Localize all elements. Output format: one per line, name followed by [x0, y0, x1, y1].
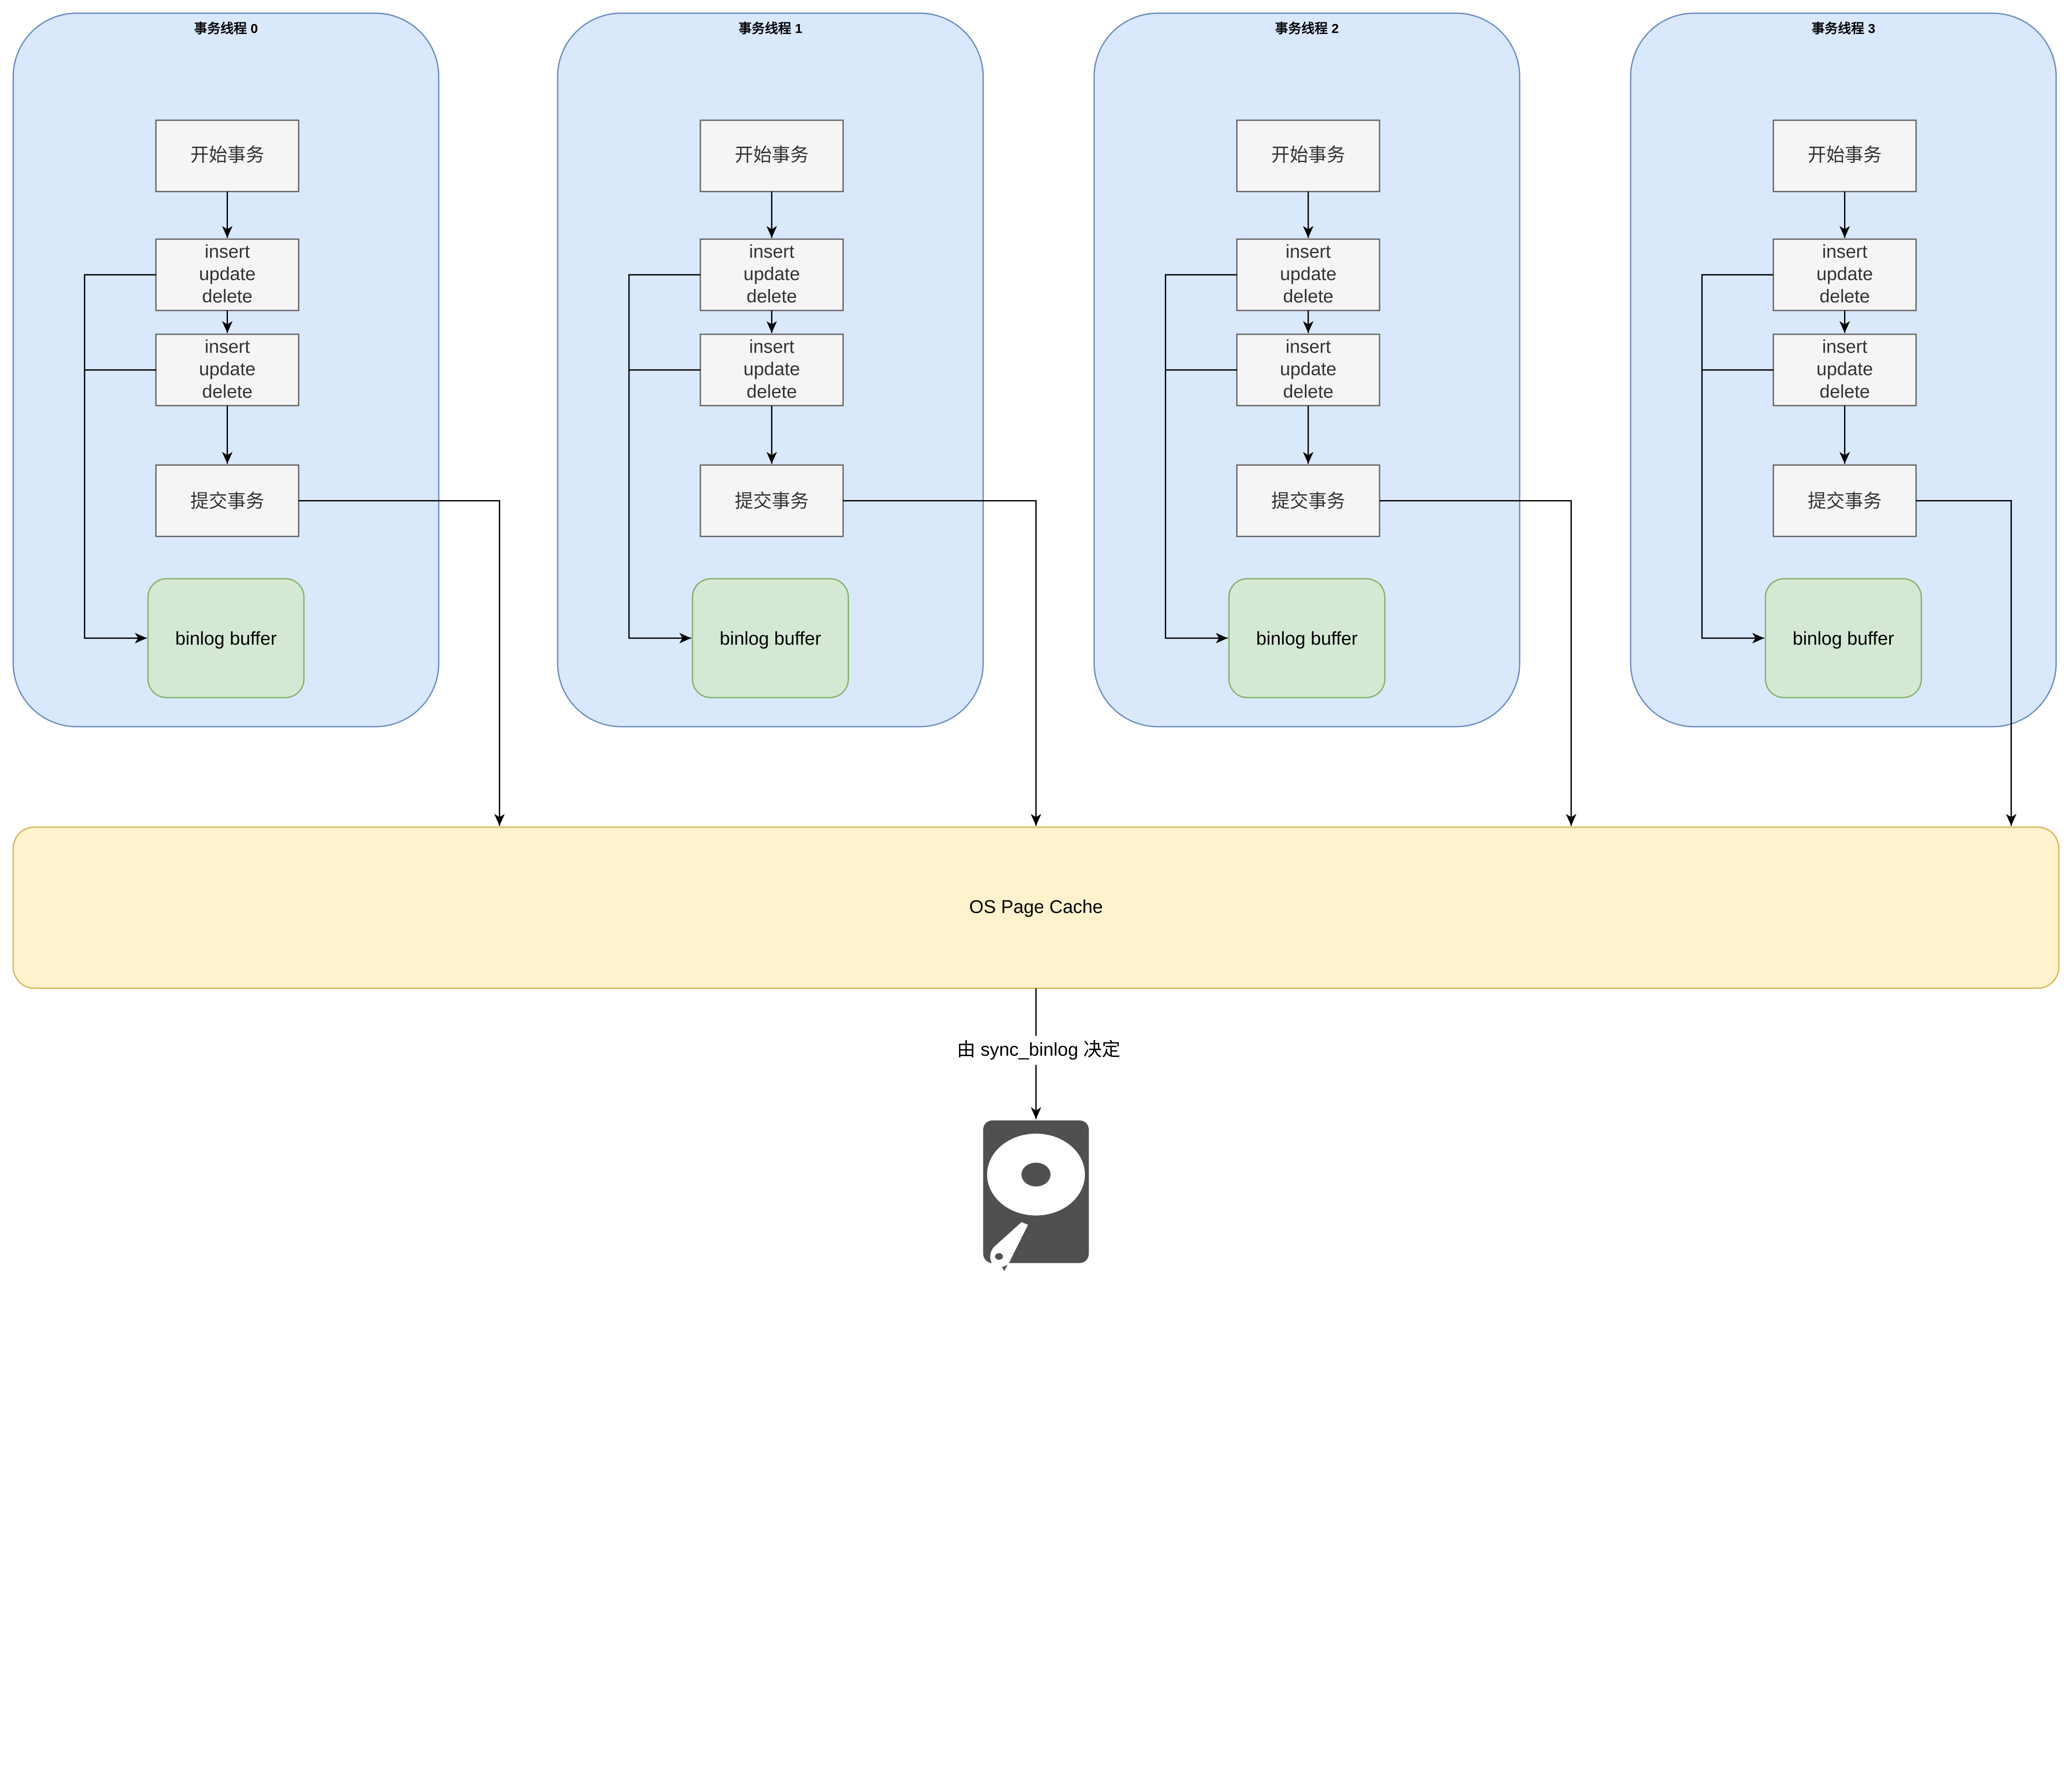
dml-op-label: update — [199, 264, 255, 284]
start-transaction-box — [155, 119, 300, 192]
edge-dml-to-buffer — [1164, 274, 1237, 643]
dml-op-label: update — [1816, 264, 1873, 284]
dml-op-label: delete — [1820, 286, 1870, 307]
dml-op-label: delete — [202, 286, 253, 307]
dml-op-label: update — [743, 359, 800, 380]
dml-op-label: insert — [205, 242, 250, 262]
thread-2: 事务线程 2开始事务insertupdatedeleteinsertupdate… — [1093, 12, 1577, 826]
dml-op-label: update — [743, 264, 800, 284]
start-transaction-label: 开始事务 — [1808, 145, 1882, 165]
thread-title: 事务线程 1 — [738, 21, 802, 36]
edge-commit-to-page-cache — [1380, 500, 1577, 826]
dml-op-label: insert — [1822, 242, 1868, 262]
sync-binlog-label: 由 sync_binlog 决定 — [957, 1040, 1120, 1060]
thread-title: 事务线程 0 — [194, 21, 258, 36]
thread-0: 事务线程 0开始事务insertupdatedeleteinsertupdate… — [12, 12, 505, 826]
edge-dml-to-buffer — [628, 274, 701, 643]
start-transaction-box — [1236, 119, 1380, 192]
binlog-write-diagram: 事务线程 0开始事务insertupdatedeleteinsertupdate… — [12, 12, 2060, 1271]
binlog-buffer-label: binlog buffer — [1256, 629, 1358, 649]
dml-op-label: insert — [749, 242, 795, 262]
commit-transaction-box — [1236, 464, 1380, 537]
binlog-buffer-label: binlog buffer — [720, 629, 821, 649]
edge-commit-to-page-cache — [298, 500, 505, 826]
binlog-buffer — [692, 578, 849, 699]
thread-group: 事务线程 0开始事务insertupdatedeleteinsertupdate… — [12, 12, 2057, 826]
dml-box-1 — [1772, 238, 1917, 311]
start-transaction-label: 开始事务 — [1271, 145, 1346, 165]
os-page-cache — [12, 826, 2060, 989]
start-transaction-label: 开始事务 — [190, 145, 264, 165]
dml-op-label: delete — [746, 382, 797, 402]
dml-op-label: update — [1816, 359, 1873, 380]
binlog-buffer-label: binlog buffer — [1793, 629, 1894, 649]
commit-transaction-box — [700, 464, 844, 537]
edge-commit-to-page-cache — [843, 500, 1041, 826]
dml-op-label: insert — [1285, 242, 1331, 262]
start-transaction-box — [1772, 119, 1917, 192]
dml-op-label: delete — [746, 286, 797, 307]
dml-op-label: update — [199, 359, 255, 380]
edge-dml-to-buffer — [84, 274, 156, 643]
dml-box-1 — [155, 238, 300, 311]
thread-title: 事务线程 3 — [1811, 21, 1875, 36]
dml-op-label: update — [1280, 359, 1337, 380]
os-page-cache-label: OS Page Cache — [969, 897, 1103, 917]
cache-group: OS Page Cache 由 sync_binlog 决定 — [12, 826, 2060, 1271]
dml-op-label: insert — [205, 336, 250, 357]
commit-transaction-box — [1772, 464, 1917, 537]
dml-box-2 — [155, 334, 300, 406]
thread-1: 事务线程 1开始事务insertupdatedeleteinsertupdate… — [557, 12, 1041, 826]
commit-transaction-label: 提交事务 — [1271, 491, 1346, 511]
binlog-buffer — [147, 578, 305, 699]
commit-transaction-label: 提交事务 — [190, 491, 264, 511]
dml-box-2 — [700, 334, 844, 406]
edge-dml-to-buffer — [1701, 274, 1774, 643]
dml-op-label: delete — [1283, 286, 1334, 307]
edge-commit-to-page-cache — [1916, 500, 2017, 826]
start-transaction-label: 开始事务 — [735, 145, 809, 165]
dml-op-label: update — [1280, 264, 1337, 284]
dml-op-label: delete — [1283, 382, 1334, 402]
thread-title: 事务线程 2 — [1275, 21, 1339, 36]
thread-3: 事务线程 3开始事务insertupdatedeleteinsertupdate… — [1630, 12, 2057, 826]
dml-op-label: delete — [1820, 382, 1870, 402]
commit-transaction-label: 提交事务 — [735, 491, 809, 511]
dml-op-label: insert — [1285, 336, 1331, 357]
commit-transaction-label: 提交事务 — [1808, 491, 1882, 511]
binlog-buffer — [1765, 578, 1922, 699]
dml-op-label: insert — [749, 336, 795, 357]
dml-op-label: insert — [1822, 336, 1868, 357]
binlog-buffer — [1228, 578, 1386, 699]
dml-op-label: delete — [202, 382, 253, 402]
binlog-buffer-label: binlog buffer — [175, 629, 277, 649]
hard-disk-icon — [983, 1120, 1089, 1271]
commit-transaction-box — [155, 464, 300, 537]
